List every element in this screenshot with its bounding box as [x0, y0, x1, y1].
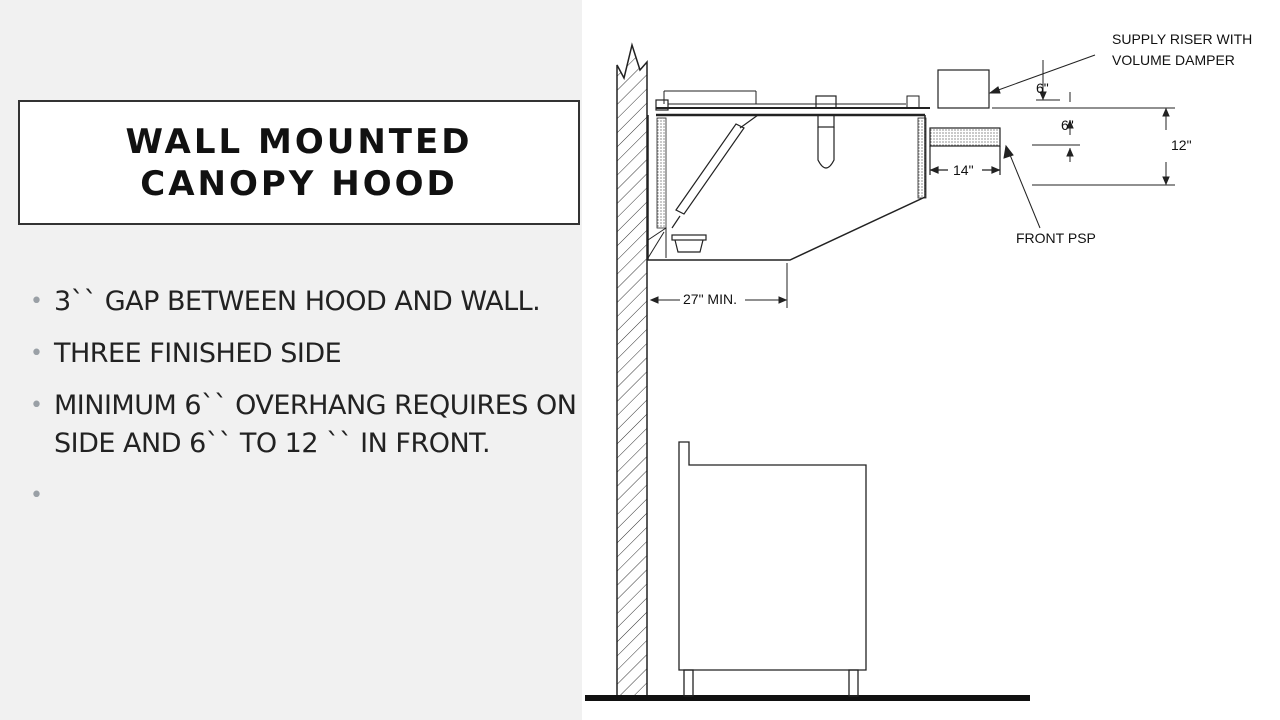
bullet-marker: • — [30, 341, 43, 366]
label-dim-14: 14" — [953, 162, 974, 178]
bullet-text: THREE FINISHED SIDE — [54, 338, 342, 369]
slide-text-panel: WALL MOUNTED CANOPY HOOD • 3`` GAP BETWEE… — [0, 0, 582, 720]
bullet-item: • 3`` GAP BETWEEN HOOD AND WALL. — [30, 283, 578, 321]
label-dim-6-mid: 6" — [1061, 117, 1074, 133]
slide-title-box: WALL MOUNTED CANOPY HOOD — [18, 100, 580, 225]
bullet-text: MINIMUM 6`` OVERHANG REQUIRES ON SIDE AN… — [54, 390, 577, 459]
label-front-psp: FRONT PSP — [1016, 230, 1096, 246]
bullet-text: 3`` GAP BETWEEN HOOD AND WALL. — [54, 286, 541, 317]
label-dim-27-min: 27" MIN. — [683, 291, 737, 307]
hood-diagram: SUPPLY RISER WITH VOLUME DAMPER 6" 6" 12… — [582, 0, 1280, 720]
dimension-27-min — [649, 263, 788, 308]
floor-line — [585, 695, 1030, 701]
bullet-marker: • — [30, 289, 43, 314]
hood-top-rail — [655, 90, 930, 117]
bullet-item: • THREE FINISHED SIDE — [30, 335, 578, 373]
label-supply-riser-line2: VOLUME DAMPER — [1112, 52, 1235, 68]
grease-cup — [671, 234, 707, 253]
cooking-appliance — [678, 441, 867, 697]
label-dim-6-top: 6" — [1036, 80, 1049, 96]
bullet-marker: • — [30, 483, 43, 508]
hood-diagram-svg — [585, 42, 1175, 701]
slide-title-line-2: CANOPY HOOD — [140, 163, 458, 204]
bullet-item: • MINIMUM 6`` OVERHANG REQUIRES ON SIDE A… — [30, 387, 578, 463]
dimension-lines — [988, 54, 1175, 229]
light-fixture — [815, 95, 837, 169]
bullet-list: • 3`` GAP BETWEEN HOOD AND WALL. • THREE F… — [30, 283, 578, 508]
supply-riser — [937, 69, 990, 109]
front-psp — [929, 127, 1001, 175]
slide-title-line-1: WALL MOUNTED — [125, 121, 473, 162]
grease-filter — [671, 114, 759, 229]
hood-body — [647, 115, 927, 261]
label-supply-riser-line1: SUPPLY RISER WITH — [1112, 31, 1253, 47]
bullet-marker: • — [30, 393, 43, 418]
label-dim-12: 12" — [1171, 137, 1192, 153]
wall — [616, 42, 648, 701]
